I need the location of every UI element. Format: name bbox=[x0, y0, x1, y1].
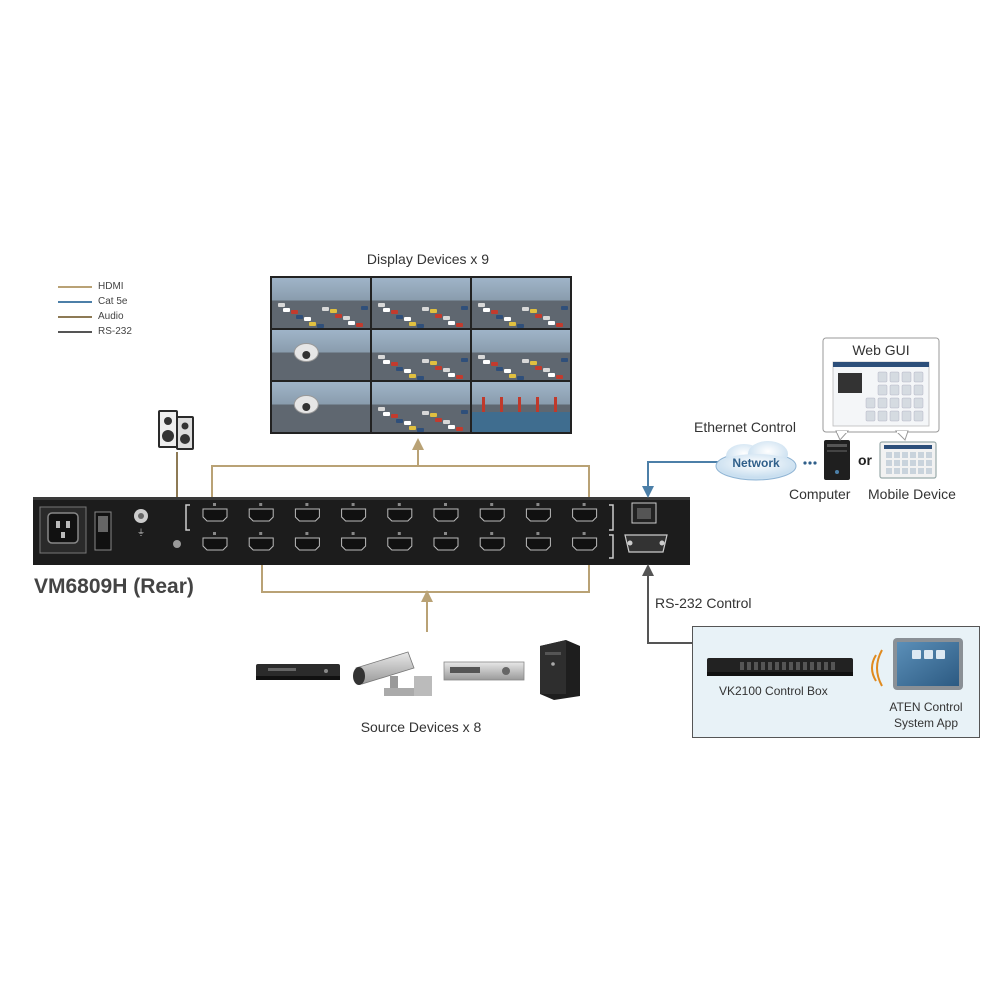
hdmi-port-icon bbox=[525, 532, 551, 551]
hdmi-port-icon bbox=[341, 532, 367, 551]
ethernet-control-label: Ethernet Control bbox=[694, 419, 796, 435]
hdmi-port-icon bbox=[433, 532, 459, 551]
legend-swatch bbox=[58, 285, 92, 288]
web-gui-label: Web GUI bbox=[852, 342, 910, 358]
tablet-icon bbox=[893, 638, 963, 690]
display-devices-label: Display Devices x 9 bbox=[366, 251, 490, 267]
web-gui-callout bbox=[822, 337, 940, 441]
computer-label: Computer bbox=[789, 486, 851, 502]
hdmi-port-icon bbox=[479, 532, 505, 551]
hdmi-port-icon bbox=[294, 532, 320, 551]
hdmi-input-arrow bbox=[421, 590, 433, 602]
hdmi-port-icon bbox=[202, 503, 228, 522]
speakers-icon bbox=[158, 410, 194, 450]
mobile-device-icon bbox=[879, 441, 937, 479]
media-player-icon bbox=[443, 661, 525, 681]
video-tile-highway-aerial bbox=[472, 278, 570, 328]
hdmi-output-lines bbox=[211, 446, 590, 497]
legend-label: Audio bbox=[98, 311, 124, 322]
legend-swatch bbox=[58, 330, 92, 333]
hdmi-port-icon bbox=[202, 532, 228, 551]
legend-swatch bbox=[58, 300, 92, 303]
cat5e-arrow bbox=[642, 486, 654, 498]
network-label: Network bbox=[732, 456, 780, 470]
control-app-label: ATEN Control System App bbox=[878, 699, 974, 731]
network-cloud-icon bbox=[715, 441, 797, 481]
vk2100-control-box-icon bbox=[707, 658, 853, 676]
mobile-device-label: Mobile Device bbox=[868, 486, 956, 502]
video-tile-dome-camera bbox=[272, 382, 370, 432]
power-inlet-icon bbox=[47, 512, 79, 544]
hdmi-port-icon bbox=[572, 503, 598, 522]
control-app-label-line1: ATEN Control bbox=[889, 700, 963, 714]
hdmi-port-icon bbox=[387, 503, 413, 522]
vm6809h-device: ⏚ bbox=[33, 497, 690, 565]
or-label: or bbox=[858, 452, 872, 468]
computer-icon bbox=[824, 440, 850, 480]
control-box-label: VK2100 Control Box bbox=[719, 684, 828, 698]
cat5e-line bbox=[647, 461, 720, 488]
video-tile-road-curve bbox=[372, 382, 470, 432]
rs232-control-label: RS-232 Control bbox=[655, 595, 752, 611]
video-wall-tiles bbox=[272, 278, 570, 432]
rs232-port-icon bbox=[624, 534, 668, 553]
legend-label: RS-232 bbox=[98, 326, 132, 337]
legend-item-rs232: RS-232 bbox=[58, 326, 132, 337]
video-wall bbox=[270, 276, 572, 434]
hdmi-ports bbox=[202, 503, 598, 551]
pc-tower-icon bbox=[540, 640, 580, 700]
dvd-player-icon bbox=[256, 664, 340, 680]
dotted-link bbox=[803, 461, 817, 465]
video-tile-traffic-jam bbox=[272, 278, 370, 328]
hdmi-port-icon bbox=[294, 503, 320, 522]
device-title: VM6809H (Rear) bbox=[34, 575, 194, 598]
hdmi-port-icon bbox=[479, 503, 505, 522]
video-tile-city-traffic bbox=[372, 330, 470, 380]
rs232-arrow bbox=[642, 564, 654, 576]
legend-item-hdmi: HDMI bbox=[58, 281, 124, 292]
legend-item-audio: Audio bbox=[58, 311, 124, 322]
legend-label: Cat 5e bbox=[98, 296, 128, 307]
hdmi-port-icon bbox=[341, 503, 367, 522]
audio-jack-icon bbox=[173, 540, 181, 548]
wireless-signal-icon bbox=[871, 649, 883, 687]
legend-label: HDMI bbox=[98, 281, 124, 292]
hdmi-port-icon bbox=[572, 532, 598, 551]
source-devices-label: Source Devices x 8 bbox=[360, 719, 482, 735]
hdmi-port-icon bbox=[433, 503, 459, 522]
video-tile-harbor-cranes bbox=[472, 382, 570, 432]
video-tile-highway-overpass bbox=[472, 330, 570, 380]
svg-text:⏚: ⏚ bbox=[137, 528, 145, 537]
control-app-label-line2: System App bbox=[893, 716, 959, 730]
video-tile-cctv-camera bbox=[272, 330, 370, 380]
hdmi-input-lines bbox=[261, 565, 590, 632]
hdmi-output-arrow bbox=[412, 438, 424, 450]
hdmi-port-icon bbox=[387, 532, 413, 551]
legend-item-cat5e: Cat 5e bbox=[58, 296, 127, 307]
video-tile-highway-traffic bbox=[372, 278, 470, 328]
rs232-line bbox=[647, 572, 692, 644]
hdmi-port-icon bbox=[525, 503, 551, 522]
hdmi-port-icon bbox=[248, 503, 274, 522]
hdmi-port-icon bbox=[248, 532, 274, 551]
legend-swatch bbox=[58, 315, 92, 318]
security-camera-icon bbox=[353, 651, 432, 696]
